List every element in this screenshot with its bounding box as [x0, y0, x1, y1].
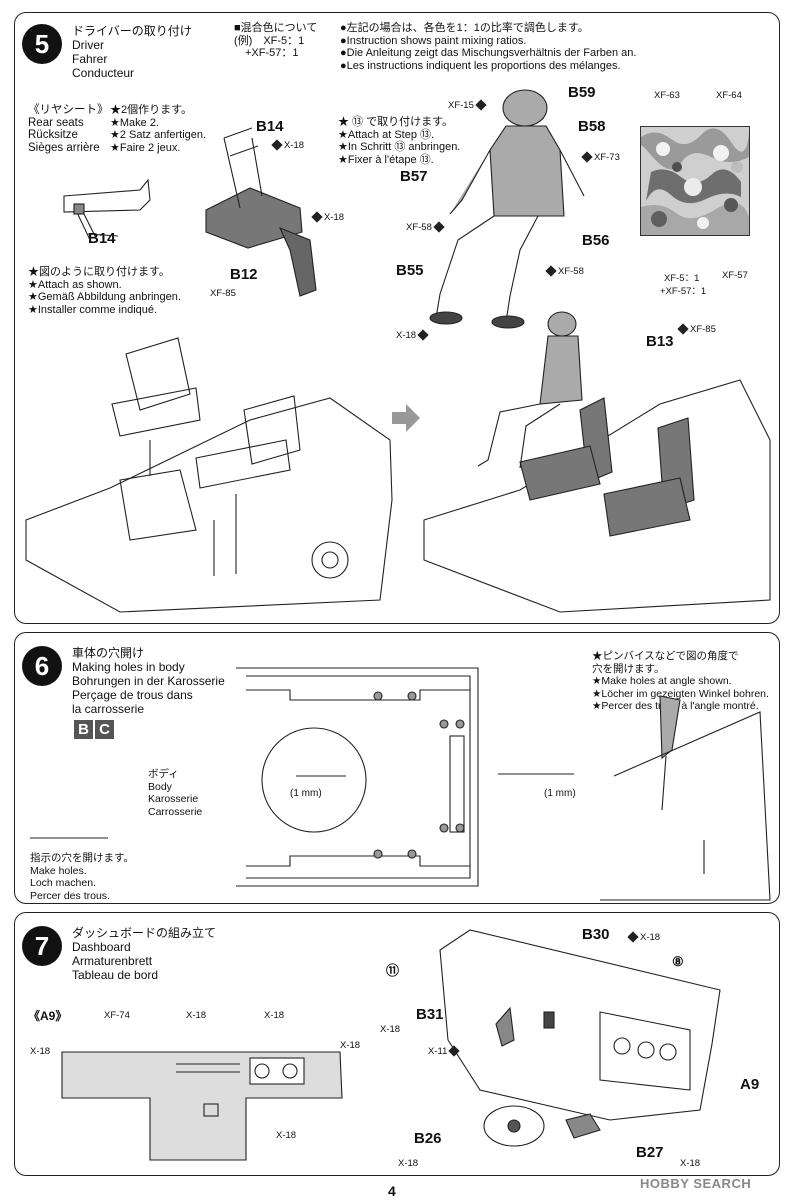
mix-ratio-info: ●左記の場合は、各色を1：1の比率で調色します。●Instruction sho… [340, 22, 637, 72]
make-holes-note: 指示の穴を開けます。Make holes.Loch machen.Percer … [30, 852, 134, 902]
part-b12-label: B12 [230, 266, 258, 283]
paint-xf58: XF-58 [406, 221, 446, 234]
paint-x18: X-18 [396, 329, 430, 342]
part-b14-label-2: B14 [256, 118, 284, 135]
part-b56-label: B56 [582, 232, 610, 249]
paint-x18: X-18 [680, 1158, 701, 1169]
mix-color-note: ■混合色について(例) XF-5：1 +XF-57：1 [234, 22, 318, 59]
paint-xf57-mix: +XF-57：1 [660, 286, 707, 297]
part-b26-label: B26 [414, 1130, 442, 1147]
paint-x18: X-18 [398, 1158, 419, 1169]
paint-x11: X-11 [428, 1045, 461, 1058]
part-b14-label: B14 [88, 230, 116, 247]
part-b58-label: B58 [578, 118, 606, 135]
paint-xf15: XF-15 [448, 99, 488, 112]
hobby-search-watermark: HOBBY SEARCH [640, 1176, 752, 1191]
a9-heading: 《A9》 [28, 1009, 68, 1023]
attach-note: ★図のように取り付けます。★Attach as shown.★Gemäß Abb… [28, 266, 181, 316]
paint-xf85: XF-85 [210, 288, 236, 299]
part-b30-label: B30 [582, 926, 610, 943]
paint-x18: X-18 [270, 139, 304, 152]
paint-x18: X-18 [30, 1046, 51, 1057]
part-b31-label: B31 [416, 1006, 444, 1023]
paint-x18: X-18 [264, 1010, 285, 1021]
drill-size-1mm-2: (1 mm) [544, 788, 576, 799]
step-number-badge: 7 [22, 926, 62, 966]
paint-x18: X-18 [186, 1010, 207, 1021]
part-b13-label: B13 [646, 333, 674, 350]
paint-xf58: XF-58 [544, 265, 584, 278]
part-b59-label: B59 [568, 84, 596, 101]
paint-xf5-mix: XF-5：1 [664, 273, 700, 284]
paint-x18: X-18 [380, 1024, 401, 1035]
step-number-badge: 5 [22, 24, 62, 64]
paint-xf57: XF-57 [722, 270, 748, 281]
angle-drill-note: ★ピンバイスなどで図の角度で穴を開けます。★Make holes at angl… [592, 650, 769, 712]
step-8-reference: ⑧ [672, 954, 684, 969]
part-b27-label: B27 [636, 1144, 664, 1161]
paint-xf73: XF-73 [580, 151, 620, 164]
step-number-badge: 6 [22, 646, 62, 686]
paint-xf74: XF-74 [104, 1010, 130, 1021]
part-b57-label: B57 [400, 168, 428, 185]
paint-x18: X-18 [310, 211, 344, 224]
part-b55-label: B55 [396, 262, 424, 279]
paint-xf85: XF-85 [676, 323, 716, 336]
part-a9-label: A9 [740, 1076, 760, 1093]
camouflage-swatch [640, 126, 750, 236]
paint-x18: X-18 [276, 1130, 297, 1141]
page-number: 4 [388, 1183, 396, 1199]
paint-x18: X-18 [340, 1040, 361, 1051]
make-two-note: ★2個作ります。★Make 2.★2 Satz anfertigen.★Fair… [110, 104, 207, 154]
step-11-reference: ⑪ [386, 963, 400, 978]
attach-step-note: ★ ⑬ で取り付けます。★Attach at Step ⑬.★In Schrit… [338, 116, 461, 166]
paint-xf64: XF-64 [716, 90, 742, 101]
paint-xf63: XF-63 [654, 90, 680, 101]
drill-size-1mm: (1 mm) [290, 788, 322, 799]
paint-x18: X-18 [626, 931, 660, 944]
